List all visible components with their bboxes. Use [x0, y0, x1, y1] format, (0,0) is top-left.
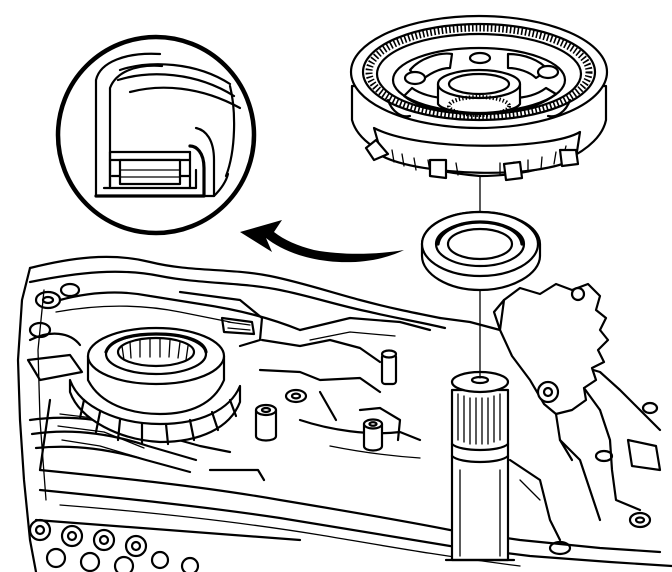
- right-bolt-bosses: [548, 401, 662, 556]
- detail-magnifier: [55, 34, 257, 236]
- middle-bosses: [254, 388, 384, 452]
- direction-arrow: [240, 220, 404, 263]
- transmission-case: [16, 255, 672, 572]
- bottom-bolt-rings: [28, 518, 200, 572]
- detent-lever: [492, 282, 610, 462]
- output-shaft: [444, 370, 516, 562]
- bearing-race: [68, 326, 242, 446]
- center-post: [380, 349, 398, 386]
- ring-gear: [349, 14, 609, 182]
- thrust-bearing: [420, 210, 542, 292]
- left-bolt-bosses: [26, 282, 84, 382]
